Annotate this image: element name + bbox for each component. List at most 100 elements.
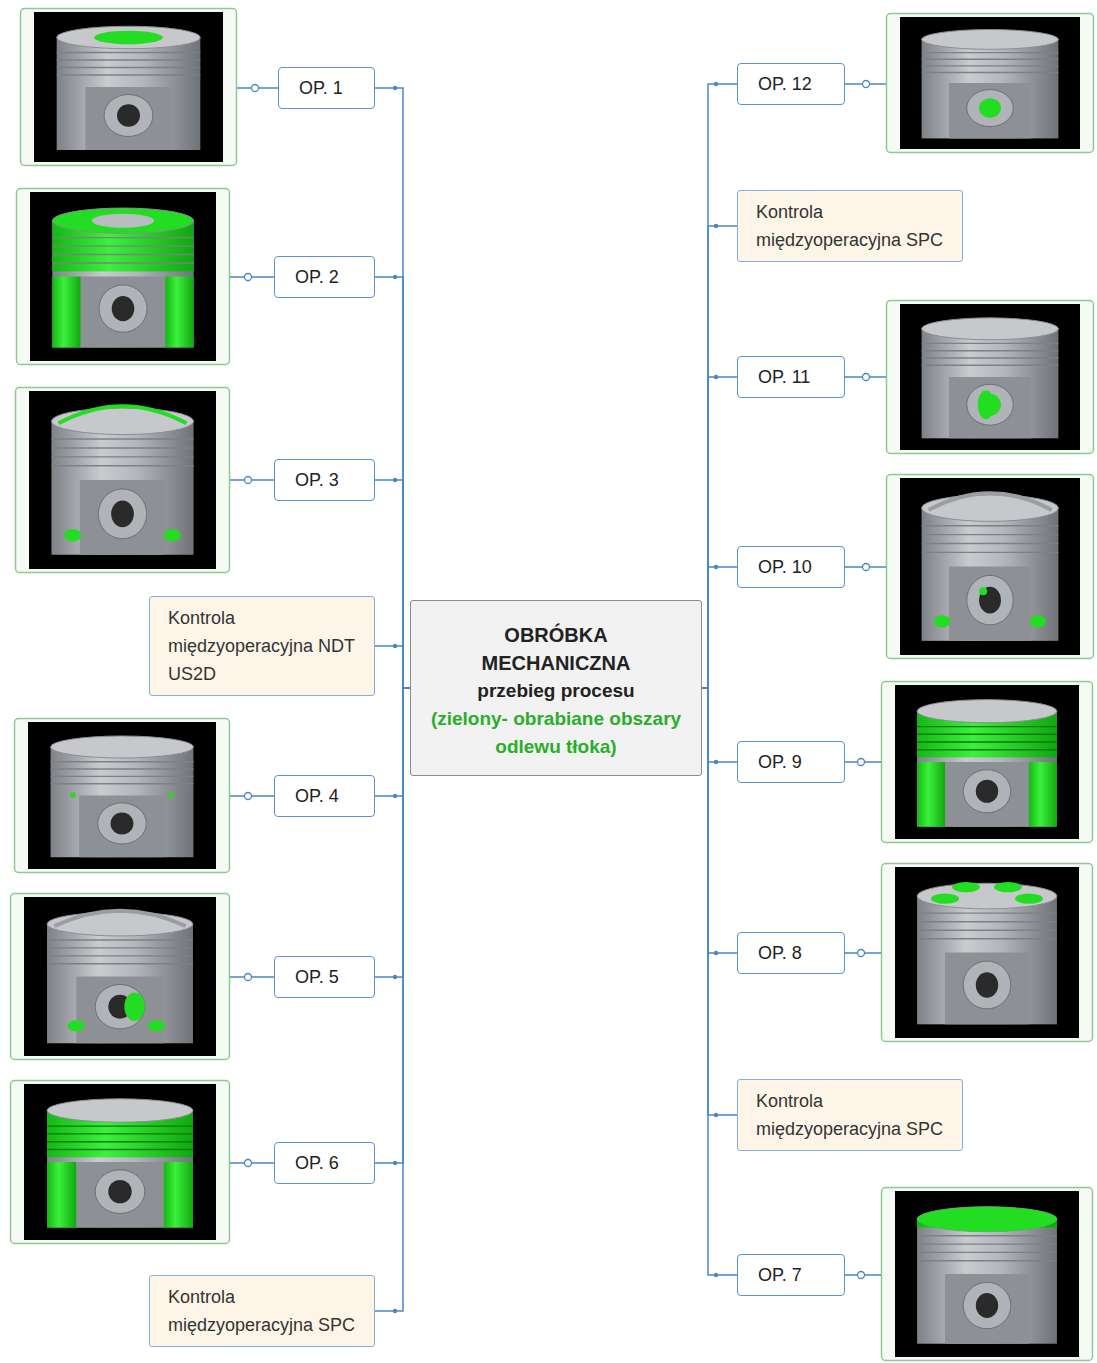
pin-hole — [117, 104, 140, 127]
piston-crown — [922, 495, 1059, 522]
picture-frame — [16, 388, 230, 573]
ring-groove — [51, 438, 193, 439]
piston-body — [917, 1219, 1057, 1344]
piston-picture — [882, 1188, 1093, 1361]
link-dot — [245, 793, 252, 800]
skirt-window — [945, 1274, 1029, 1344]
piston-picture — [887, 301, 1094, 454]
piston-body — [51, 421, 193, 555]
picture-ground — [30, 192, 216, 361]
link-dot — [858, 950, 865, 957]
connector — [375, 688, 410, 796]
pin-hole — [111, 500, 134, 527]
piston-body — [922, 508, 1059, 641]
picture-frame — [882, 1188, 1093, 1361]
skirt-window — [76, 977, 164, 1044]
connector — [375, 688, 410, 977]
picture-frame — [882, 682, 1093, 843]
link-dot — [252, 85, 259, 92]
connector — [375, 688, 410, 1311]
machined-area — [165, 277, 193, 348]
piston-picture — [882, 864, 1093, 1042]
heading-line: przebieg procesu — [419, 677, 693, 705]
piston-picture — [11, 894, 230, 1060]
picture-ground — [900, 304, 1080, 450]
connector — [375, 277, 410, 688]
pin-boss — [963, 961, 1011, 1009]
ring-groove — [922, 552, 1059, 553]
connector — [375, 88, 410, 688]
box-label: OP. 2 — [295, 266, 364, 288]
piston-body — [47, 924, 193, 1043]
link-dot — [245, 274, 252, 281]
piston-body — [47, 1111, 193, 1228]
ring-groove — [917, 734, 1057, 735]
ring-groove — [917, 1260, 1057, 1261]
ring-groove — [52, 245, 193, 246]
connector — [375, 480, 410, 688]
skirt-window — [945, 953, 1029, 1025]
ring-groove — [917, 1252, 1057, 1253]
ring-groove — [47, 1141, 193, 1142]
piston-picture — [15, 719, 230, 873]
box-label: Kontrola międzyoperacyjna SPC — [756, 198, 948, 254]
pin-hole — [111, 812, 134, 834]
connector — [702, 377, 737, 688]
ring-groove — [922, 534, 1059, 535]
ring-groove — [57, 59, 201, 60]
pin-boss — [98, 489, 146, 539]
machined-area — [1030, 615, 1046, 627]
box-label: OP. 8 — [758, 942, 834, 964]
operation-box: OP. 12 — [737, 63, 845, 105]
link-dot — [863, 374, 870, 381]
operation-box: OP. 10 — [737, 546, 845, 588]
picture-ground — [29, 391, 216, 569]
ring-groove — [922, 52, 1059, 53]
piston-crown — [51, 408, 193, 435]
link-dot — [858, 1272, 865, 1279]
machined-area — [1015, 894, 1043, 904]
piston-body — [51, 747, 194, 857]
skirt-rim — [59, 406, 187, 423]
piston-crown — [47, 1099, 193, 1122]
picture-frame — [887, 301, 1094, 454]
operation-box: OP. 1 — [278, 67, 375, 109]
machined-area — [52, 277, 80, 348]
piston-picture — [21, 9, 237, 166]
operation-box: OP. 7 — [737, 1254, 845, 1296]
box-label: OP. 5 — [295, 966, 364, 988]
heading-line: (zielony- obrabiane obszary odlewu tłoka… — [419, 705, 693, 761]
pin-boss — [967, 90, 1014, 127]
piston-picture — [887, 14, 1094, 153]
piston-picture — [882, 682, 1093, 843]
box-label: Kontrola międzyoperacyjna NDT US2D — [168, 604, 360, 688]
piston-picture — [887, 475, 1094, 659]
machined-area — [917, 762, 945, 827]
operation-box: OP. 8 — [737, 932, 845, 974]
machined-area — [71, 793, 76, 798]
piston-body — [917, 711, 1057, 827]
ring-groove — [922, 543, 1059, 544]
picture-frame — [887, 14, 1094, 153]
box-label: OP. 7 — [758, 1264, 834, 1286]
skirt-window — [949, 377, 1031, 438]
connector — [702, 688, 737, 1275]
link-dot — [245, 477, 252, 484]
ring-groove — [922, 72, 1059, 73]
picture-frame — [11, 894, 230, 1060]
operation-box: OP. 4 — [274, 775, 375, 817]
ring-groove — [51, 776, 194, 777]
ring-groove — [917, 741, 1057, 742]
ring-groove — [57, 52, 201, 53]
ring-groove — [917, 912, 1057, 913]
ring-groove — [47, 963, 193, 964]
skirt-window — [80, 480, 165, 555]
ring-groove — [47, 947, 193, 948]
diagram-heading: OBRÓBKA MECHANICZNA — [461, 621, 651, 677]
piston-crown — [57, 26, 201, 49]
ring-groove — [52, 262, 193, 263]
ring-groove — [47, 1149, 193, 1150]
ring-groove — [917, 1235, 1057, 1236]
box-label: Kontrola międzyoperacyjna SPC — [756, 1087, 948, 1143]
ring-groove — [51, 447, 193, 448]
